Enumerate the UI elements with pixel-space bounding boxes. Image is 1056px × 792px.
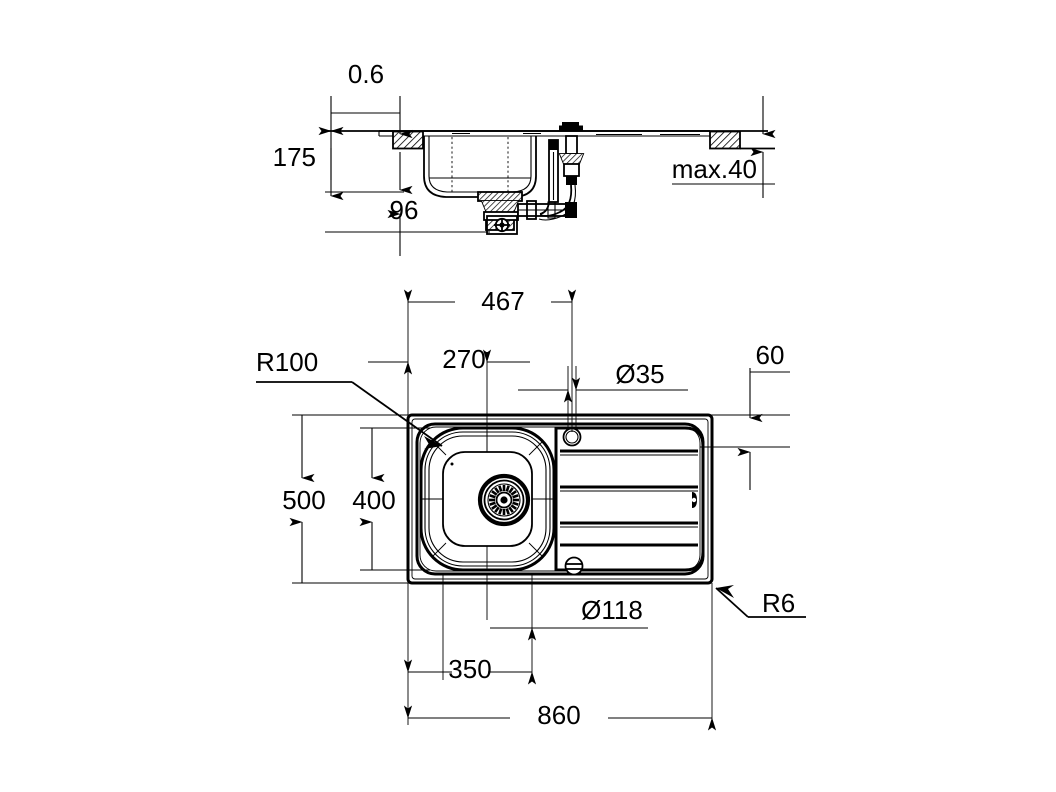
- dim-label-bowl-depth: 96: [390, 195, 419, 225]
- dim-overall-width-860: 860: [403, 700, 717, 731]
- dim-label-worktop-max: max.40: [672, 154, 757, 184]
- dim-total-depth-175: 175: [273, 126, 404, 201]
- dim-bowl-offset-467: 467 467: [403, 286, 577, 316]
- drainer-flutes: [560, 449, 698, 547]
- dim-rim-band-60: 60: [737, 340, 790, 490]
- dim-label-waste-hole: Ø118: [581, 595, 643, 625]
- dim-bowl-width-270: 270: [368, 344, 530, 375]
- tap-connection-assembly: [538, 135, 585, 221]
- dim-bowl-depth-96: 96: [325, 152, 490, 256]
- section-view: 0.6 175 96 max.40: [273, 59, 776, 256]
- overflow-hole-plan: [564, 556, 584, 576]
- dim-label-bowl-width: 270: [442, 344, 485, 374]
- dim-worktop-max-40: max.40: [672, 96, 776, 198]
- dim-label-bowl-depth-plan: 400: [352, 485, 395, 515]
- dim-thickness-0-6: 0.6: [330, 59, 413, 139]
- dim-label-overall-depth: 500: [282, 485, 325, 515]
- dim-label-thickness: 0.6: [348, 59, 384, 89]
- dim-bowl-depth-400: 400: [352, 428, 396, 570]
- waste-plug: [486, 215, 518, 235]
- dim-label-bowl-radius: R100: [256, 347, 318, 377]
- dim-label-rim-band: 60: [756, 340, 785, 370]
- plan-view: 467 467 270 Ø35 60 R100: [256, 286, 806, 731]
- dim-label-tap-hole: Ø35: [615, 359, 664, 389]
- dim-overall-depth-500: 500: [282, 415, 326, 583]
- dim-waste-offset-350: 350: [403, 654, 537, 685]
- dim-waste-hole-118: Ø118: [490, 595, 648, 641]
- dim-label-total-depth: 175: [273, 142, 316, 172]
- dim-tap-hole-35: Ø35: [518, 359, 688, 403]
- sink-rim-flange: [378, 122, 711, 137]
- waste-outlet-assembly: [477, 191, 523, 235]
- sink-bowl-plan: [419, 426, 556, 572]
- dim-bowl-radius-r100: R100: [256, 347, 443, 449]
- overflow-tube: [539, 139, 559, 215]
- dim-label-waste-offset: 350: [448, 654, 491, 684]
- waste-strainer-plan: [477, 473, 531, 527]
- strainer-slots: [489, 485, 519, 515]
- drainer-board: [554, 426, 705, 572]
- dim-label-bowl-offset-text: 467: [481, 286, 524, 316]
- worktop-cut-left: [392, 130, 424, 150]
- dim-corner-radius-r6: R6: [715, 585, 806, 618]
- dim-label-overall-width: 860: [537, 700, 580, 730]
- sink-outer-rim: [406, 413, 714, 585]
- dim-label-corner-radius: R6: [762, 588, 795, 618]
